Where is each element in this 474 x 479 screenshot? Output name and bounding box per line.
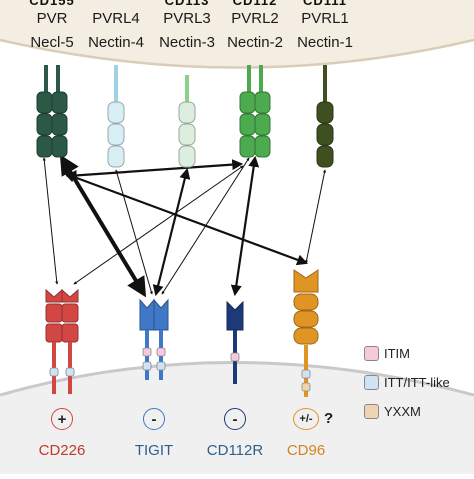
interaction-arrows — [42, 154, 327, 298]
top-cell-membrane-edge — [0, 38, 474, 69]
legend-swatch — [364, 404, 379, 419]
ligand-name: PVRL1 — [301, 10, 349, 27]
ligand-alias: Nectin-2 — [227, 34, 283, 51]
receptor-name: CD96 — [286, 442, 326, 459]
ligand-alias: Nectin-1 — [297, 34, 353, 51]
ligand-glyph-pvrl3 — [178, 75, 196, 168]
interaction-arrow-pvrl1-cd96 — [304, 169, 327, 264]
legend-item: YXXM — [364, 404, 421, 419]
ligand-glyphs — [36, 65, 334, 168]
ligand-alias: Nectin-3 — [159, 34, 215, 51]
top-cell-membrane — [0, 0, 474, 68]
receptor-glyphs — [45, 269, 319, 397]
ligand-cd-label: CD112 — [232, 0, 278, 8]
interaction-arrow-pvrl2-cd112r — [230, 155, 260, 297]
receptor-glyph-cd96 — [293, 269, 319, 397]
ligand-cd-label: CD155 — [29, 0, 75, 8]
receptor-effect-sign: - — [224, 408, 246, 430]
ligand-cd-label: CD113 — [164, 0, 210, 8]
receptor-effect-sign: + — [51, 408, 73, 430]
receptor-effect-sign: - — [143, 408, 165, 430]
interaction-arrow-pvrl2-cd226 — [73, 165, 244, 285]
legend-label: YXXM — [384, 404, 421, 419]
receptor-name: CD112R — [206, 442, 264, 459]
legend-item: ITT/ITT-like — [364, 375, 450, 390]
receptor-name: TIGIT — [134, 442, 174, 459]
ligand-name: PVRL4 — [92, 10, 140, 27]
legend-swatch — [364, 375, 379, 390]
interaction-arrow-pvr-tigit — [59, 154, 147, 298]
receptor-glyph-cd226 — [45, 288, 79, 394]
legend-label: ITIM — [384, 346, 410, 361]
interaction-arrow-pvrl2-tigit — [161, 157, 250, 295]
interaction-arrow-pvr-cd96 — [63, 171, 309, 266]
legend-swatch — [364, 346, 379, 361]
ligand-name: PVRL3 — [163, 10, 211, 27]
receptor-question-mark: ? — [324, 410, 334, 427]
ligand-glyph-pvr — [36, 65, 68, 158]
ligand-cd-label: CD111 — [302, 0, 348, 8]
interaction-arrow-pvrl3-tigit — [152, 167, 191, 297]
legend-item: ITIM — [364, 346, 410, 361]
legend-label: ITT/ITT-like — [384, 375, 450, 390]
receptor-name: CD226 — [38, 442, 86, 459]
interaction-arrow-pvrl2-pvr — [65, 159, 244, 181]
ligand-glyph-pvrl1 — [316, 65, 334, 168]
interaction-arrow-pvr-cd226 — [42, 157, 59, 285]
ligand-name: PVRL2 — [231, 10, 279, 27]
receptor-glyph-cd112r — [226, 300, 244, 384]
ligand-glyph-pvrl2 — [239, 65, 271, 158]
ligand-name: PVR — [36, 10, 68, 27]
receptor-glyph-tigit — [139, 298, 169, 380]
ligand-alias: Nectin-4 — [88, 34, 144, 51]
ligand-glyph-pvrl4 — [107, 65, 125, 168]
ligand-alias: Necl-5 — [30, 34, 74, 51]
receptor-effect-sign: +/- — [293, 408, 319, 430]
